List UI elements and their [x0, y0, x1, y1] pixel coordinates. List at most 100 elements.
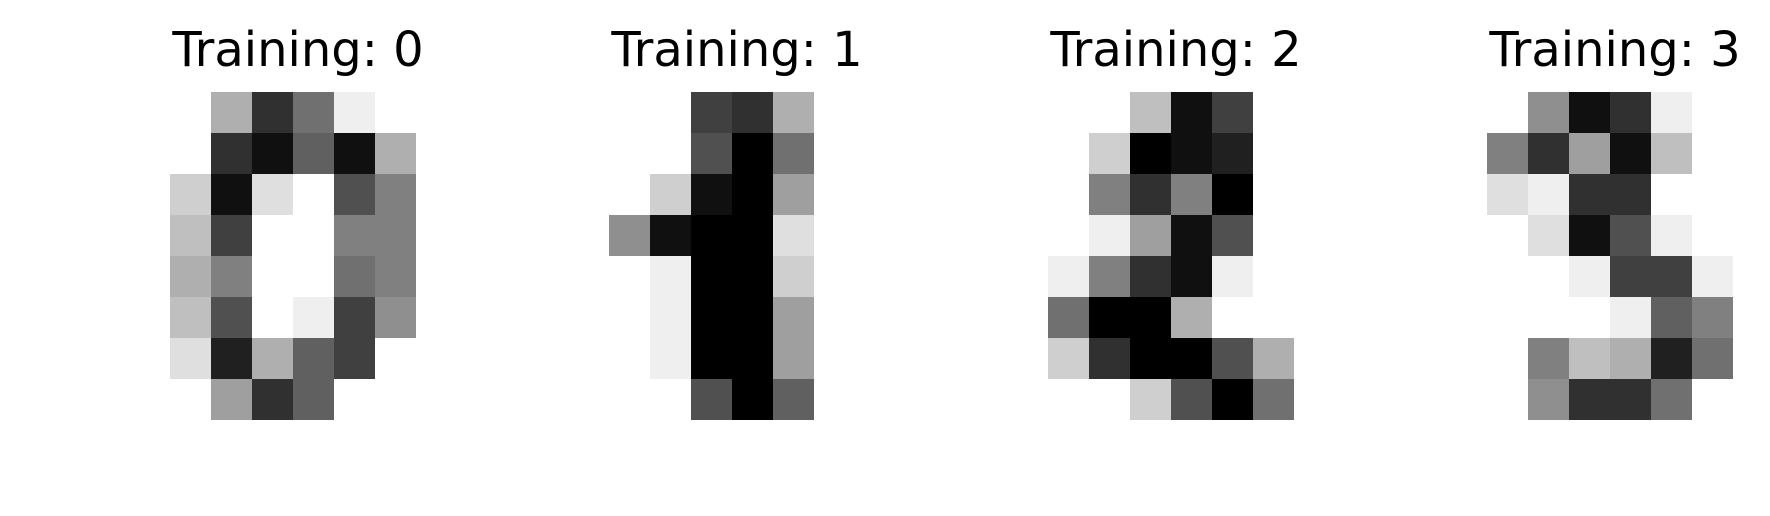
pixel-cell: [1487, 338, 1528, 379]
digit-panel-2: Training: 2: [991, 0, 1335, 430]
pixel-cell: [814, 297, 855, 338]
pixel-cell: [1212, 256, 1253, 297]
pixel-cell: [1446, 256, 1487, 297]
pixel-cell: [1130, 338, 1171, 379]
pixel-cell: [1007, 174, 1048, 215]
pixel-cell: [1048, 338, 1089, 379]
pixel-cell: [1089, 215, 1130, 256]
pixel-cell: [252, 338, 293, 379]
pixel-cell: [375, 379, 416, 420]
pixel-cell: [1171, 338, 1212, 379]
pixel-cell: [1610, 256, 1651, 297]
pixel-cell: [1487, 92, 1528, 133]
pixel-cell: [1089, 256, 1130, 297]
pixel-cell: [170, 297, 211, 338]
pixel-cell: [1733, 215, 1770, 256]
pixel-cell: [855, 215, 896, 256]
pixel-cell: [1007, 92, 1048, 133]
pixel-cell: [1610, 338, 1651, 379]
pixel-cell: [1294, 215, 1335, 256]
pixel-cell: [1294, 379, 1335, 420]
pixel-cell: [375, 215, 416, 256]
pixel-cell: [1487, 133, 1528, 174]
pixel-cell: [1569, 215, 1610, 256]
pixel-cell: [252, 215, 293, 256]
pixel-cell: [1130, 92, 1171, 133]
pixel-cell: [334, 174, 375, 215]
pixel-cell: [334, 338, 375, 379]
pixel-cell: [1171, 92, 1212, 133]
pixel-cell: [1651, 215, 1692, 256]
pixel-cell: [211, 174, 252, 215]
pixel-cell: [1692, 256, 1733, 297]
pixel-cell: [1007, 379, 1048, 420]
pixel-cell: [814, 92, 855, 133]
pixel-cell: [1089, 92, 1130, 133]
digit-image-0: [129, 92, 457, 420]
pixel-cell: [814, 379, 855, 420]
pixel-cell: [129, 174, 170, 215]
pixel-cell: [1294, 338, 1335, 379]
pixel-cell: [1089, 133, 1130, 174]
pixel-cell: [1130, 174, 1171, 215]
pixel-cell: [1212, 174, 1253, 215]
pixel-cell: [1528, 133, 1569, 174]
pixel-cell: [1610, 174, 1651, 215]
pixel-cell: [293, 215, 334, 256]
pixel-cell: [170, 133, 211, 174]
pixel-cell: [1733, 379, 1770, 420]
pixel-cell: [732, 174, 773, 215]
pixel-cell: [1212, 297, 1253, 338]
pixel-cell: [1007, 338, 1048, 379]
pixel-cell: [609, 256, 650, 297]
pixel-cell: [1692, 297, 1733, 338]
pixel-cell: [1487, 174, 1528, 215]
pixel-cell: [293, 92, 334, 133]
digit-panel-3: Training: 3: [1430, 0, 1770, 430]
pixel-cell: [814, 174, 855, 215]
pixel-cell: [1048, 174, 1089, 215]
pixel-cell: [252, 256, 293, 297]
pixel-cell: [416, 338, 457, 379]
pixel-cell: [1253, 215, 1294, 256]
digit-image-2: [1007, 92, 1335, 420]
pixel-cell: [252, 379, 293, 420]
pixel-cell: [1212, 379, 1253, 420]
pixel-cell: [1446, 174, 1487, 215]
digit-panel-0: Training: 0: [113, 0, 457, 430]
pixel-cell: [855, 174, 896, 215]
panel-title-0: Training: 0: [172, 22, 424, 78]
pixel-cell: [650, 133, 691, 174]
pixel-cell: [1048, 379, 1089, 420]
pixel-cell: [773, 338, 814, 379]
pixel-cell: [609, 92, 650, 133]
pixel-cell: [732, 215, 773, 256]
pixel-cell: [1651, 133, 1692, 174]
pixel-cell: [1212, 215, 1253, 256]
pixel-cell: [1130, 297, 1171, 338]
pixel-cell: [416, 174, 457, 215]
pixel-cell: [732, 92, 773, 133]
pixel-cell: [1651, 297, 1692, 338]
pixel-cell: [416, 215, 457, 256]
pixel-cell: [1171, 174, 1212, 215]
pixel-cell: [1294, 133, 1335, 174]
pixel-cell: [1048, 297, 1089, 338]
pixel-cell: [1692, 379, 1733, 420]
pixel-cell: [1569, 92, 1610, 133]
pixel-cell: [1130, 215, 1171, 256]
pixel-cell: [773, 133, 814, 174]
pixel-cell: [1651, 379, 1692, 420]
pixel-cell: [1610, 297, 1651, 338]
pixel-cell: [129, 338, 170, 379]
pixel-cell: [170, 379, 211, 420]
pixel-cell: [334, 215, 375, 256]
pixel-cell: [855, 379, 896, 420]
pixel-cell: [1692, 133, 1733, 174]
pixel-cell: [211, 338, 252, 379]
pixel-cell: [1048, 133, 1089, 174]
pixel-cell: [1294, 174, 1335, 215]
pixel-cell: [1294, 92, 1335, 133]
pixel-cell: [1569, 338, 1610, 379]
